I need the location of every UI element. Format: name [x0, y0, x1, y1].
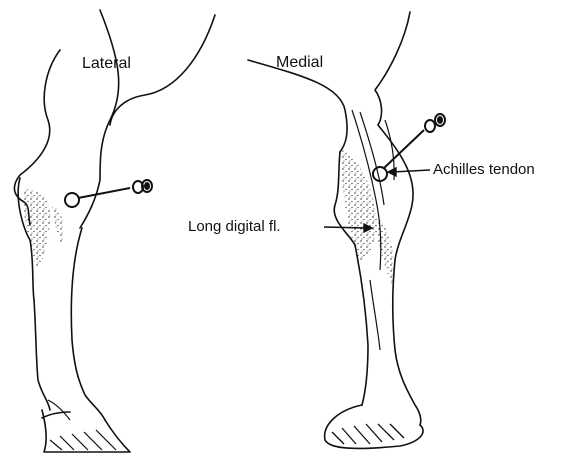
lateral-injection-site [65, 180, 152, 207]
medial-hoof-hatching [332, 424, 404, 444]
lateral-view-label: Lateral [82, 56, 131, 72]
long-digital-flexor-label: Long digital fl. [188, 219, 281, 234]
lateral-hoof-hatching [48, 400, 116, 450]
achilles-tendon-label: Achilles tendon [433, 162, 535, 177]
medial-view-label: Medial [276, 55, 323, 71]
